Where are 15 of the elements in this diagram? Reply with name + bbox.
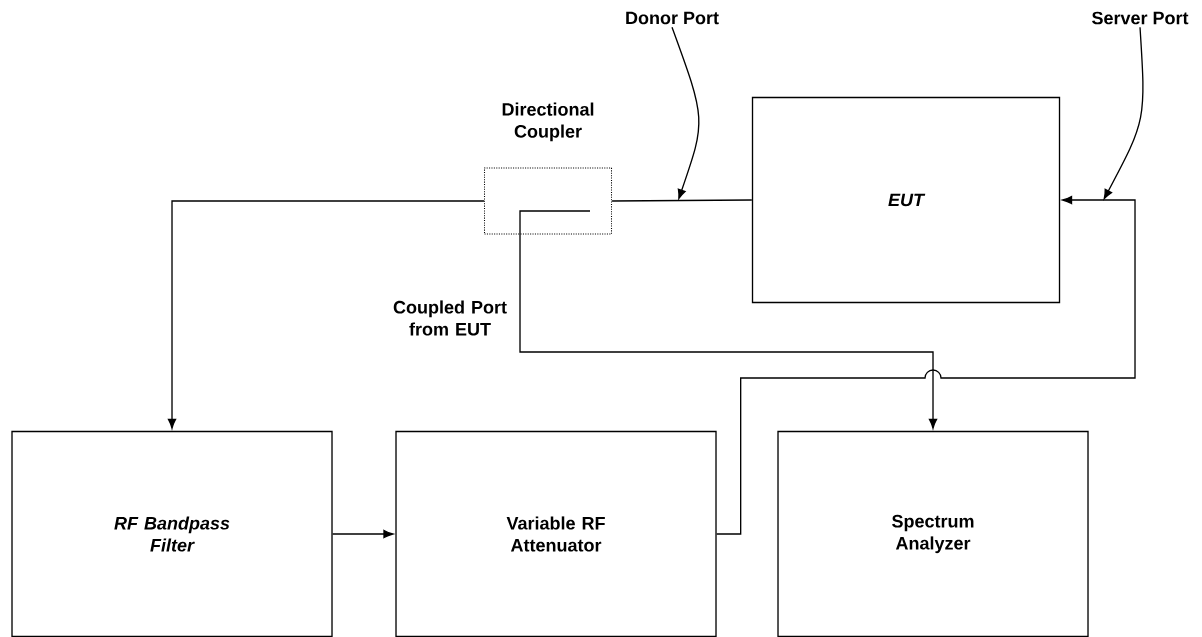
port-label: Donor Port [626, 11, 719, 25]
coupler-box: Directional Coupler [483, 102, 613, 235]
block-box: Spectrum Analyzer [777, 430, 1089, 637]
block-box: RF Bandpass Filter [11, 430, 333, 637]
port-label: Server Port [1092, 11, 1189, 25]
block-box: EUT [751, 96, 1061, 304]
leader-line [671, 26, 700, 200]
connector-arrow [167, 200, 485, 429]
node-label: Directional Coupler [502, 102, 594, 142]
connector-arrow [716, 195, 1136, 535]
connector-arrow [332, 529, 394, 539]
block-box: Variable RF Attenuator [395, 430, 717, 637]
leader-line [1103, 26, 1144, 200]
port-label: Coupled Port from EUT [393, 300, 507, 336]
connector-arrow [519, 210, 938, 429]
